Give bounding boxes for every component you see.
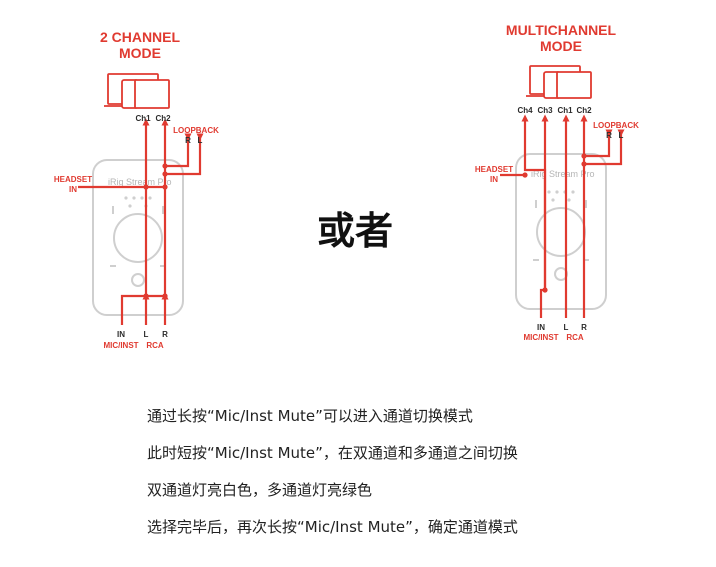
right-device-label: iRig Stream Pro — [531, 169, 595, 179]
right-in-label: IN — [537, 323, 545, 332]
left-loopback-label: LOOPBACK — [173, 126, 219, 135]
left-title-line1: 2 CHANNEL — [100, 29, 181, 45]
left-rca-label: RCA — [146, 341, 164, 350]
connection-diagram: 2 CHANNEL MODE iRig Stream Pro — [54, 22, 639, 350]
or-separator: 或者 — [316, 209, 393, 253]
left-loopback-l: L — [198, 136, 203, 145]
left-ch2-label: Ch2 — [155, 114, 171, 123]
instruction-line: 选择完毕后，再次长按“Mic/Inst Mute”，确定通道模式 — [147, 518, 518, 536]
left-r-label: R — [162, 330, 168, 339]
instruction-list: 通过长按“Mic/Inst Mute”可以进入通道切换模式 此时短按“Mic/I… — [147, 403, 518, 551]
right-l-label: L — [564, 323, 569, 332]
right-rca-label: RCA — [566, 333, 584, 342]
left-title-line2: MODE — [119, 45, 161, 61]
device-leds-right — [547, 190, 575, 202]
signal-lines — [78, 118, 204, 325]
instruction-line: 双通道灯亮白色，多通道灯亮绿色 — [147, 481, 373, 499]
right-mic-inst-label: MIC/INST — [523, 333, 558, 342]
left-in-label: IN — [117, 330, 125, 339]
right-ch3-label: Ch3 — [537, 106, 553, 115]
left-headset-line2: IN — [69, 185, 77, 194]
irig-device — [92, 159, 184, 316]
computer-phone-icon — [104, 73, 170, 109]
instruction-line: 通过长按“Mic/Inst Mute”可以进入通道切换模式 — [147, 407, 473, 425]
right-headset-line1: HEADSET — [475, 165, 513, 174]
left-headset-line1: HEADSET — [54, 175, 92, 184]
left-loopback-r: R — [185, 136, 191, 145]
right-title-line2: MODE — [540, 38, 582, 54]
right-loopback-r: R — [606, 131, 612, 140]
multichannel-panel: MULTICHANNEL MODE iRig Stream Pro — [475, 22, 639, 342]
right-loopback-l: L — [619, 131, 624, 140]
right-ch2-label: Ch2 — [576, 106, 592, 115]
right-r-label: R — [581, 323, 587, 332]
junction-dots — [143, 163, 168, 299]
instruction-line: 此时短按“Mic/Inst Mute”，在双通道和多通道之间切换 — [147, 444, 518, 462]
computer-phone-icon-right — [526, 65, 592, 99]
right-title-line1: MULTICHANNEL — [506, 22, 617, 38]
device-leds — [124, 196, 152, 208]
left-mic-inst-label: MIC/INST — [103, 341, 138, 350]
right-headset-line2: IN — [490, 175, 498, 184]
left-l-label: L — [144, 330, 149, 339]
right-loopback-label: LOOPBACK — [593, 121, 639, 130]
junction-dots-right — [522, 153, 587, 293]
right-ch1-label: Ch1 — [557, 106, 573, 115]
signal-lines-right — [500, 114, 625, 318]
two-channel-panel: 2 CHANNEL MODE iRig Stream Pro — [54, 29, 219, 350]
left-device-label: iRig Stream Pro — [108, 177, 172, 187]
right-ch4-label: Ch4 — [517, 106, 533, 115]
left-ch1-label: Ch1 — [135, 114, 151, 123]
